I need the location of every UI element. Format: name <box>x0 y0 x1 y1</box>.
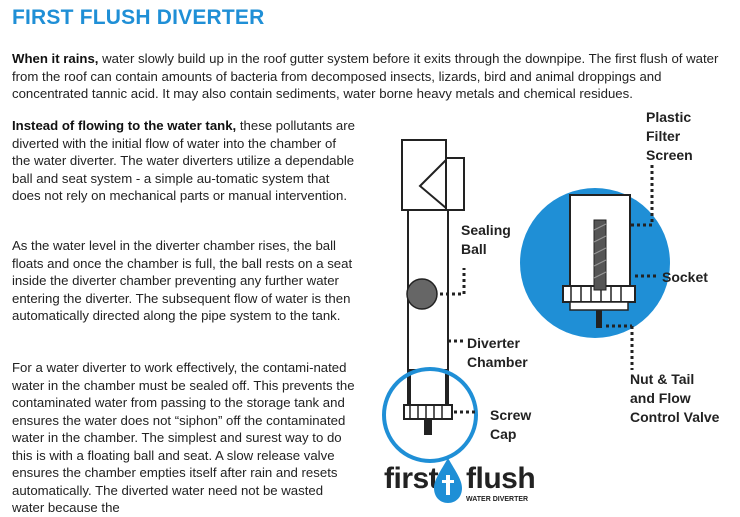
diverter-diagram: first flush WATER DIVERTER <box>382 139 670 503</box>
paragraph-rain: When it rains, water slowly build up in … <box>12 50 732 103</box>
label-line: and Flow <box>630 390 691 406</box>
paragraph-text: As the water level in the diverter chamb… <box>12 238 353 323</box>
logo-first: first <box>384 462 439 495</box>
logo-tagline: WATER DIVERTER <box>466 496 528 503</box>
label-line: Sealing <box>461 222 511 238</box>
label-line: Screw <box>490 407 532 423</box>
logo-flush: flush <box>466 462 535 495</box>
page-title: FIRST FLUSH DIVERTER <box>12 6 265 29</box>
paragraph-text: water slowly build up in the roof gutter… <box>12 51 719 101</box>
paragraph-water-level: As the water level in the diverter chamb… <box>12 237 357 325</box>
label-line: Nut & Tail <box>630 371 695 387</box>
label-line: Filter <box>646 128 681 144</box>
label-line: Screen <box>646 147 693 163</box>
paragraph-text: For a water diverter to work effectively… <box>12 360 355 515</box>
label-screw-cap: Screw Cap <box>490 406 531 444</box>
label-line: Cap <box>490 426 517 442</box>
paragraph-diverted: Instead of flowing to the water tank, th… <box>12 117 357 205</box>
label-line: Ball <box>461 241 487 257</box>
label-line: Diverter <box>467 335 520 351</box>
tee-branch <box>445 157 465 211</box>
chamber-lower <box>409 369 447 409</box>
paragraph-effectiveness: For a water diverter to work effectively… <box>12 359 357 517</box>
label-line: Chamber <box>467 354 528 370</box>
paragraph-lead: When it rains, <box>12 51 99 66</box>
label-line: Control Valve <box>630 409 720 425</box>
sealing-ball <box>406 278 438 310</box>
label-nut-tail: Nut & Tail and Flow Control Valve <box>630 370 719 427</box>
threaded-rod <box>593 219 607 291</box>
screw-cap <box>403 404 453 420</box>
paragraph-text: these pollutants are diverted with the i… <box>12 118 355 203</box>
label-line: Plastic <box>646 109 692 125</box>
tee-cone <box>418 157 447 211</box>
label-sealing-ball: Sealing Ball <box>461 221 511 259</box>
label-plastic-filter-screen: Plastic Filter Screen <box>646 108 693 165</box>
screw-cap-circle <box>382 367 478 463</box>
label-diverter-chamber: Diverter Chamber <box>467 334 528 372</box>
paragraph-lead: Instead of flowing to the water tank, <box>12 118 237 133</box>
label-socket: Socket <box>662 269 708 285</box>
